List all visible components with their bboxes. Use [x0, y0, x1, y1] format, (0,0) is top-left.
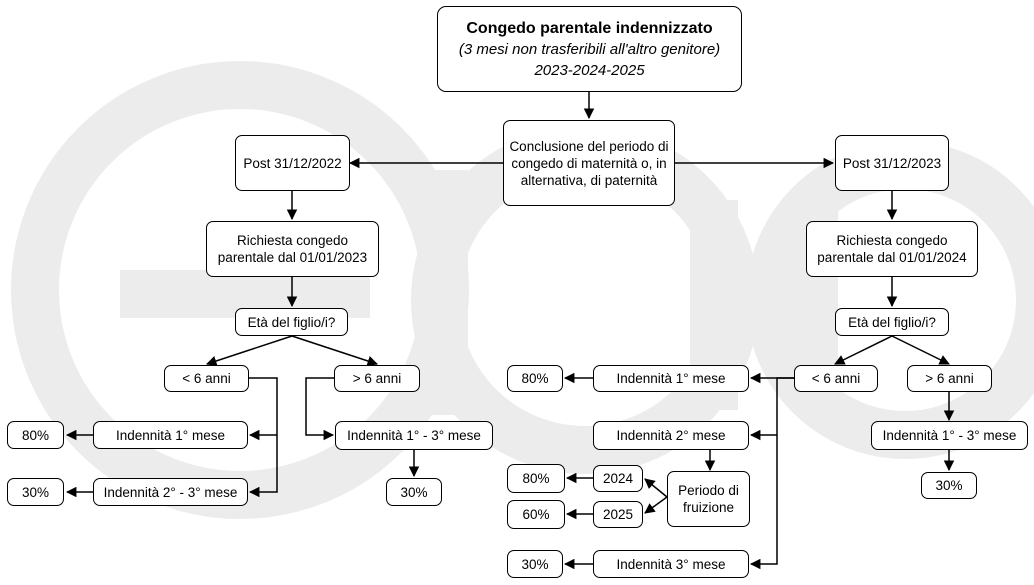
- title-years: 2023-2024-2025: [534, 61, 645, 79]
- right-period-line-2: fruizione: [682, 500, 735, 515]
- right-allowance-month3: Indennità 3° mese: [593, 550, 749, 578]
- left-request-line-1: Richiesta congedo: [236, 233, 349, 248]
- right-pct-month3: 30%: [507, 550, 563, 578]
- left-post-node: Post 31/12/2022: [235, 135, 350, 191]
- title-box: Congedo parentale indennizzato (3 mesi n…: [437, 6, 742, 92]
- right-pct-2024: 80%: [507, 464, 565, 493]
- right-allowance-month1: Indennità 1° mese: [593, 365, 749, 392]
- right-allowance-month2: Indennità 2° mese: [593, 421, 749, 450]
- center-line-2: congedo di maternità o, in: [511, 155, 667, 171]
- right-period-node: Periodo di fruizione: [667, 471, 750, 527]
- title-heading: Congedo parentale indennizzato: [466, 19, 713, 37]
- right-under6-node: < 6 anni: [794, 365, 878, 392]
- right-year-2024: 2024: [593, 465, 643, 492]
- left-allowance-month1: Indennità 1° mese: [93, 421, 248, 449]
- left-allowance-month2-3: Indennità 2° - 3° mese: [93, 478, 248, 506]
- left-pct-month2-3: 30%: [7, 478, 64, 506]
- right-request-line-1: Richiesta congedo: [836, 233, 948, 248]
- left-pct-month1: 80%: [7, 421, 64, 449]
- right-pct-2025: 60%: [507, 500, 565, 529]
- center-line-3: alternativa, di paternità: [520, 172, 658, 188]
- left-pct-over6: 30%: [386, 478, 442, 506]
- right-period-line-1: Periodo di: [678, 483, 739, 498]
- right-pct-month1: 80%: [507, 365, 563, 392]
- left-allowance-1-3: Indennità 1° - 3° mese: [335, 421, 493, 450]
- center-line-1: Conclusione del periodo di: [509, 138, 669, 154]
- right-age-question: Età del figlio/i?: [835, 308, 949, 336]
- left-request-line-2: parentale dal 01/01/2023: [217, 250, 368, 265]
- left-over6-node: > 6 anni: [334, 365, 420, 392]
- right-over6-node: > 6 anni: [907, 365, 992, 392]
- center-node: Conclusione del periodo di congedo di ma…: [503, 120, 675, 206]
- right-request-node: Richiesta congedo parentale dal 01/01/20…: [806, 221, 978, 277]
- right-pct-over6: 30%: [921, 472, 977, 499]
- left-request-node: Richiesta congedo parentale dal 01/01/20…: [206, 221, 379, 277]
- right-year-2025: 2025: [593, 501, 643, 528]
- title-subtitle: (3 mesi non trasferibili all'altro genit…: [458, 40, 721, 58]
- left-under6-node: < 6 anni: [164, 365, 249, 392]
- right-allowance-1-3: Indennità 1° - 3° mese: [871, 421, 1028, 450]
- right-request-line-2: parentale dal 01/01/2024: [817, 250, 967, 265]
- right-post-node: Post 31/12/2023: [835, 135, 949, 191]
- left-age-question: Età del figlio/i?: [235, 308, 348, 336]
